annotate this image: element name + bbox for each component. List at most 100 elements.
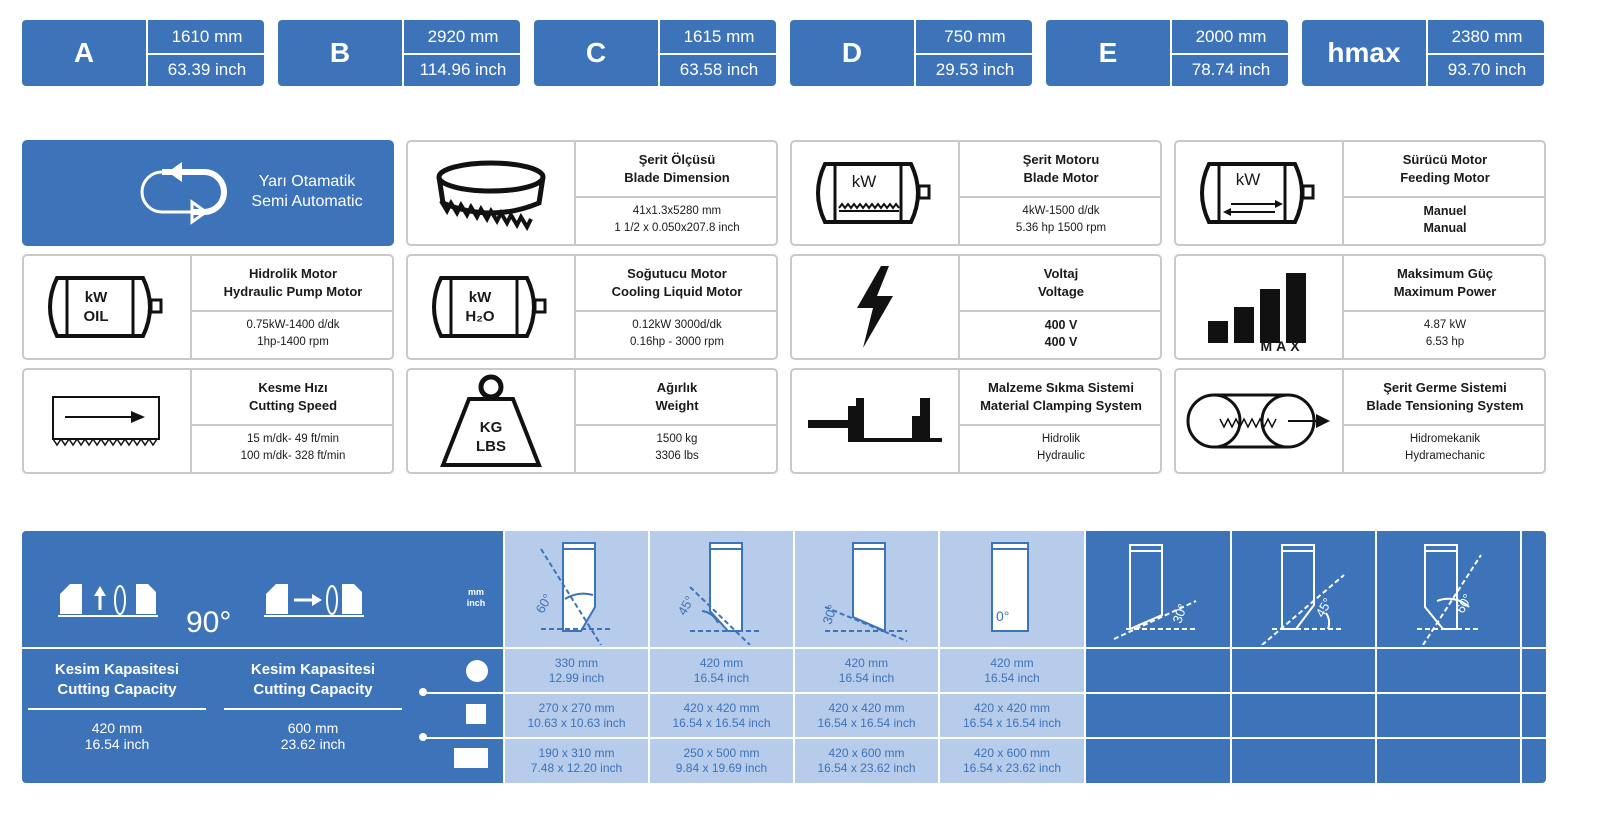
spec-value-2: 5.36 hp 1500 rpm [1015, 222, 1107, 234]
spec-title-tr: Kesme Hızı [258, 380, 328, 395]
capacity-left-2: Kesim Kapasitesi Cutting Capacity 600 mm… [220, 660, 406, 752]
dimension-letter: hmax [1327, 37, 1401, 68]
round-mm: 420 mm [844, 655, 889, 670]
spec-value-2: Hydramechanic [1405, 450, 1485, 462]
dimension-inch: 63.39 inch [146, 53, 264, 86]
capacity-title-tr: Kesim Kapasitesi [54, 661, 180, 678]
spec-title-en: Feeding Motor [1400, 170, 1490, 185]
dimension-mm: 2380 mm [1426, 20, 1544, 55]
square-mm: 420 x 420 mm [828, 700, 905, 715]
dimension-letter: E [1098, 37, 1118, 68]
rect-inch: 9.84 x 19.69 inch [675, 761, 768, 775]
grid-line [793, 531, 795, 783]
lightning-icon [857, 266, 893, 348]
vise-icon [808, 398, 942, 442]
spec-value-2: 0.16hp - 3000 rpm [630, 336, 724, 348]
spec-title-en: Material Clamping System [980, 398, 1142, 413]
spec-value-2: 1 1/2 x 0.050x207.8 inch [614, 222, 740, 234]
grid-line [1520, 531, 1522, 783]
spec-value-1: Hidromekanik [1409, 433, 1481, 445]
vise-vertical-icon [58, 584, 158, 617]
square-mm: 270 x 270 mm [538, 700, 615, 715]
spec-value-1: 1500 kg [656, 433, 698, 445]
angle-45-left-icon [689, 542, 760, 645]
square-inch: 16.54 x 16.54 inch [672, 715, 771, 730]
round-inch: 16.54 inch [693, 670, 750, 685]
spec-value-2: Hydraulic [1037, 450, 1085, 462]
dimension-inch: 114.96 inch [402, 53, 520, 86]
dimension-letter: C [585, 37, 607, 68]
spec-title-tr: Sürücü Motor [1402, 152, 1488, 167]
dimension-a: A 1610 mm 63.39 inch [22, 20, 264, 86]
spec-title-tr: Voltaj [1043, 266, 1079, 281]
dimension-letter: B [329, 37, 351, 68]
dimension-mm: 2000 mm [1170, 20, 1288, 55]
dimension-hmax: hmax 2380 mm 93.70 inch [1302, 20, 1544, 86]
max-label: MAX [1260, 338, 1304, 354]
grid-line [938, 531, 940, 783]
angle-60-right-icon [1417, 544, 1482, 645]
dimension-letter: D [841, 37, 863, 68]
spec-value-2: 400 V [1044, 335, 1078, 349]
hydraulic-motor-icon [48, 276, 163, 338]
motor-sublabel: H₂O [465, 308, 495, 325]
round-inch: 16.54 inch [984, 670, 1040, 685]
dimension-mm: 1615 mm [658, 20, 776, 55]
round-shape-icon [466, 660, 488, 682]
unit-mm: mm [467, 587, 484, 597]
angle-60-left-icon [540, 542, 613, 645]
spec-value-1: 400 V [1044, 318, 1078, 332]
dimension-inch: 93.70 inch [1426, 53, 1544, 86]
rect-mm: 250 x 500 mm [683, 746, 760, 760]
motor-label: kW [1235, 170, 1261, 189]
cutting-speed-icon [52, 396, 160, 447]
spec-title-tr: Soğutucu Motor [627, 266, 727, 281]
capacity-left-1: Kesim Kapasitesi Cutting Capacity 420 mm… [24, 660, 210, 752]
rect-mm: 420 x 600 mm [973, 746, 1051, 760]
spec-value-1: 4kW-1500 d/dk [1022, 205, 1100, 217]
spec-value-1: 0.75kW-1400 d/dk [246, 319, 340, 331]
spec-title-en: Blade Tensioning System [1366, 398, 1524, 413]
mode-en: Semi Automatic [251, 193, 363, 210]
square-inch: 16.54 x 16.54 inch [962, 715, 1062, 730]
round-mm: 330 mm [554, 655, 599, 670]
round-inch: 12.99 inch [548, 670, 605, 685]
dimension-inch: 78.74 inch [1170, 53, 1288, 86]
weight-unit-kg: KG [479, 419, 503, 436]
motor-sublabel: OIL [83, 308, 109, 325]
rect-inch: 7.48 x 12.20 inch [530, 761, 623, 775]
capacity-title-tr: Kesim Kapasitesi [250, 661, 376, 678]
round-mm: 420 mm [699, 655, 744, 670]
spec-title-en: Voltage [1038, 284, 1084, 299]
spec-value-2: 3306 lbs [655, 450, 699, 462]
grid-line [648, 531, 650, 783]
round-inch: 16.54 inch [838, 670, 895, 685]
dimension-b: B 2920 mm 114.96 inch [278, 20, 520, 86]
grid-line [424, 692, 1546, 694]
capacity-inch: 23.62 inch [280, 736, 346, 752]
spec-value-1: 41x1.3x5280 mm [632, 205, 722, 217]
capacity-mm: 600 mm [287, 720, 339, 736]
connector-line [423, 737, 503, 739]
angle-30-left-icon [824, 542, 908, 642]
square-shape-icon [466, 704, 486, 724]
connector-dot [419, 733, 427, 741]
spec-value-2: Manual [1423, 221, 1467, 235]
spec-value-1: 15 m/dk- 49 ft/min [246, 433, 340, 445]
square-mm: 420 x 420 mm [973, 700, 1051, 715]
capacity-mm: 420 mm [91, 720, 143, 736]
angle-45-right-icon [1261, 544, 1345, 645]
dimension-mm: 2920 mm [402, 20, 520, 55]
dimension-mm: 1610 mm [146, 20, 264, 55]
tension-icon [1186, 393, 1330, 449]
square-mm: 420 x 420 mm [683, 700, 760, 715]
grid-line [22, 647, 1546, 649]
mode-card: Yarı Otamatik Semi Automatic [22, 140, 394, 246]
rectangle-shape-icon [454, 748, 488, 768]
